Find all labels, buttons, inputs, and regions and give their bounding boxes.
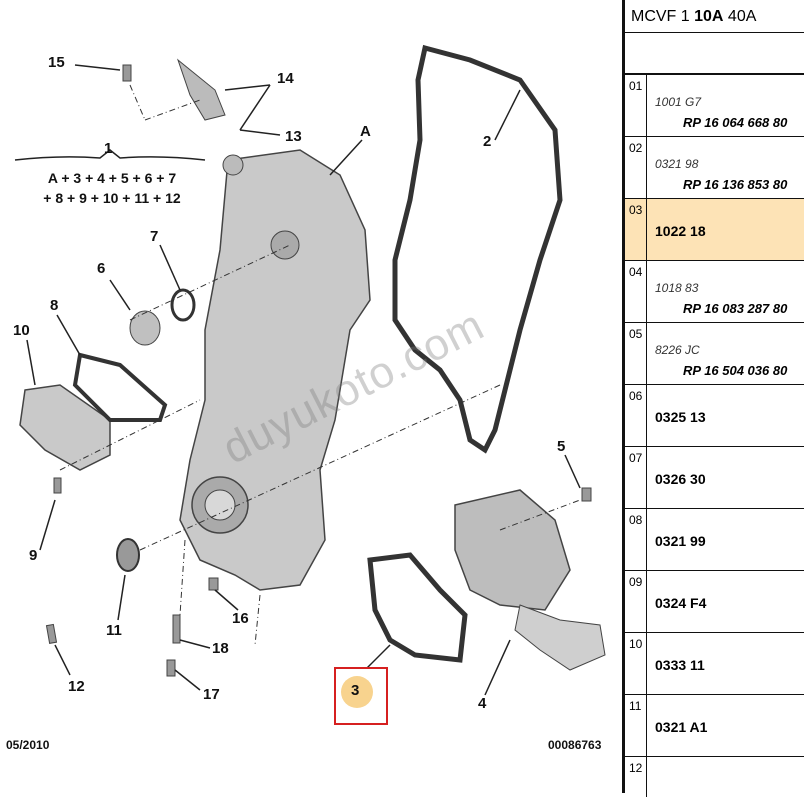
row-number: 04 xyxy=(625,261,647,322)
part-reference: RP 16 064 668 80 xyxy=(683,115,788,130)
parts-row[interactable]: 04 1018 83 RP 16 083 287 80 xyxy=(625,261,804,323)
row-number: 09 xyxy=(625,571,647,632)
row-number: 05 xyxy=(625,323,647,384)
gasket-3-shape xyxy=(367,552,468,663)
row-number: 02 xyxy=(625,137,647,198)
gasket-2-shape xyxy=(392,44,563,454)
callout-17[interactable]: 17 xyxy=(203,686,220,703)
header-suffix: 40A xyxy=(723,8,757,25)
callout-16[interactable]: 16 xyxy=(232,610,249,627)
parts-row[interactable]: 05 8226 JC RP 16 504 036 80 xyxy=(625,323,804,385)
parts-row[interactable]: 09 0324 F4 xyxy=(625,571,804,633)
diagram-artwork xyxy=(14,44,606,696)
callout-18[interactable]: 18 xyxy=(212,640,229,657)
callout-15[interactable]: 15 xyxy=(48,54,65,71)
assembly-formula: A + 3 + 4 + 5 + 6 + 7 + 8 + 9 + 10 + 11 … xyxy=(12,168,212,208)
callout-9[interactable]: 9 xyxy=(29,547,38,564)
part-code: 0333 11 xyxy=(655,657,705,673)
callout-8[interactable]: 8 xyxy=(50,297,59,314)
part-reference: RP 16 136 853 80 xyxy=(683,177,788,192)
callout-14[interactable]: 14 xyxy=(277,70,294,87)
part-code: 0325 13 xyxy=(655,409,706,425)
cover-plate-10-shape xyxy=(19,384,111,471)
part-code: 1018 83 xyxy=(655,281,699,295)
row-number: 10 xyxy=(625,633,647,694)
callout-11[interactable]: 11 xyxy=(106,622,122,639)
parts-row[interactable]: 11 0321 A1 xyxy=(625,695,804,757)
part-code: 0321 A1 xyxy=(655,719,708,735)
parts-list-panel: MCVF 1 10A 40A 01 1001 G7 RP 16 064 668 80… xyxy=(622,0,804,797)
seal-8-shape xyxy=(72,352,168,422)
row-number: 11 xyxy=(625,695,647,756)
row-number: 12 xyxy=(625,757,647,797)
callout-3[interactable]: 3 xyxy=(351,682,360,699)
exploded-diagram: 15 14 13 1 A 2 7 6 8 10 5 9 11 16 18 12 … xyxy=(6,44,606,752)
part-reference: RP 16 504 036 80 xyxy=(683,363,788,378)
callout-4[interactable]: 4 xyxy=(478,695,487,712)
part-code: 0321 98 xyxy=(655,157,699,171)
callout-12[interactable]: 12 xyxy=(68,678,85,695)
parts-header-blank xyxy=(625,33,804,75)
parts-row[interactable]: 02 0321 98 RP 16 136 853 80 xyxy=(625,137,804,199)
parts-row[interactable]: 08 0321 99 xyxy=(625,509,804,571)
row-number: 07 xyxy=(625,447,647,508)
part-reference: RP 16 083 287 80 xyxy=(683,301,788,316)
row-number: 06 xyxy=(625,385,647,446)
parts-row[interactable]: 10 0333 11 xyxy=(625,633,804,695)
part-code: 1001 G7 xyxy=(655,95,702,109)
part-code: 0321 99 xyxy=(655,533,706,549)
row-number: 08 xyxy=(625,509,647,570)
pump-plate-4-shape xyxy=(454,489,571,611)
part-code: 8226 JC xyxy=(655,343,700,357)
row-number: 01 xyxy=(625,75,647,136)
callout-2[interactable]: 2 xyxy=(483,133,492,150)
header-bold: 10A xyxy=(694,8,724,25)
parts-row[interactable]: 12 xyxy=(625,757,804,797)
diagram-ref: 00086763 xyxy=(548,738,602,752)
parts-rows: 01 1001 G7 RP 16 064 668 80 02 0321 98 RP 16 … xyxy=(625,75,804,797)
callout-7[interactable]: 7 xyxy=(150,228,159,245)
parts-row[interactable]: 01 1001 G7 RP 16 064 668 80 xyxy=(625,75,804,137)
callout-10[interactable]: 10 xyxy=(13,322,30,339)
highlighted-callout-marker xyxy=(341,676,373,708)
formula-line-1: A + 3 + 4 + 5 + 6 + 7 xyxy=(47,170,177,186)
formula-line-2: + 8 + 9 + 10 + 11 + 12 xyxy=(43,190,181,206)
row-number: 03 xyxy=(625,199,647,260)
part-code: 0326 30 xyxy=(655,471,706,487)
callout-13[interactable]: 13 xyxy=(285,128,302,145)
callout-1[interactable]: 1 xyxy=(104,140,113,157)
diagram-date: 05/2010 xyxy=(6,738,50,752)
part-code: 0324 F4 xyxy=(655,595,707,611)
header-prefix: MCVF 1 xyxy=(631,8,695,25)
parts-row[interactable]: 07 0326 30 xyxy=(625,447,804,509)
part-code: 1022 18 xyxy=(655,223,706,239)
callout-6[interactable]: 6 xyxy=(97,260,106,277)
parts-row[interactable]: 06 0325 13 xyxy=(625,385,804,447)
parts-row[interactable]: 03 1022 18 xyxy=(625,199,804,261)
parts-header: MCVF 1 10A 40A xyxy=(625,0,804,33)
callout-5[interactable]: 5 xyxy=(557,438,566,455)
callout-A[interactable]: A xyxy=(360,123,371,140)
